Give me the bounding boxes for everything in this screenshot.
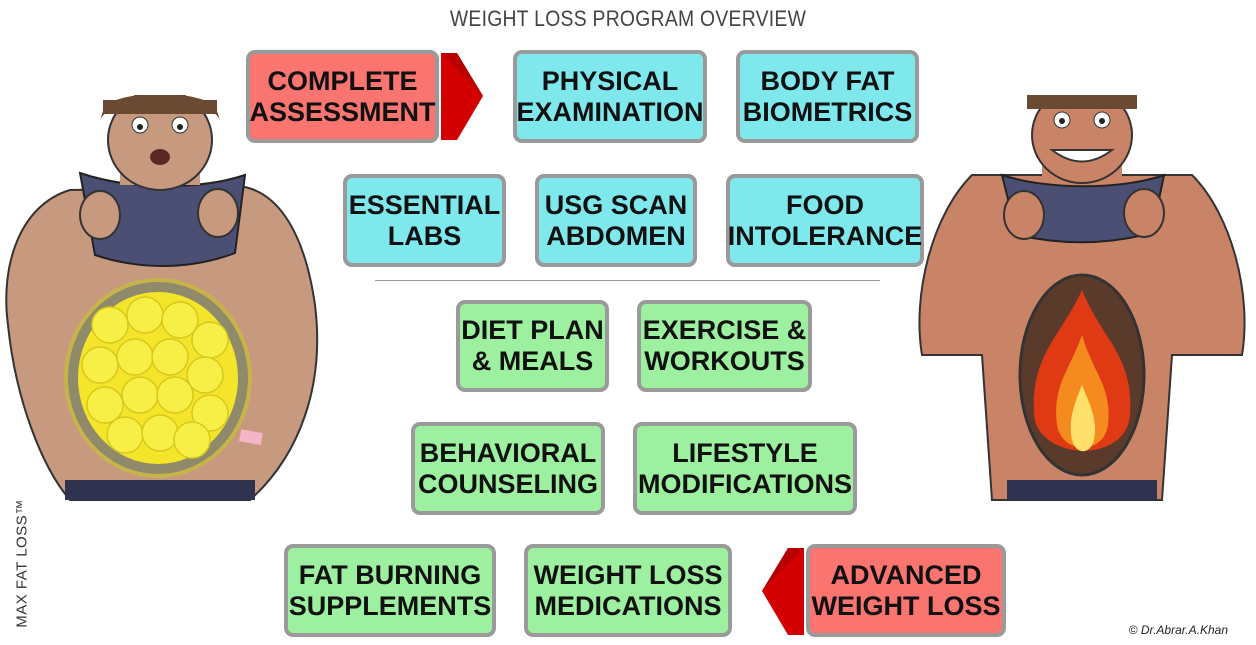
lifestyle-modifications-box: LIFESTYLE MODIFICATIONS bbox=[633, 422, 857, 515]
left-arrow-icon bbox=[762, 548, 804, 635]
essential-labs-box: ESSENTIAL LABS bbox=[343, 174, 506, 267]
advanced-weight-loss-box: ADVANCED WEIGHT LOSS bbox=[806, 544, 1006, 637]
body-fat-biometrics-box: BODY FAT BIOMETRICS bbox=[736, 50, 919, 143]
section-divider bbox=[375, 280, 880, 281]
diet-plan-box: DIET PLAN & MEALS bbox=[456, 300, 609, 392]
page-title: WEIGHT LOSS PROGRAM OVERVIEW bbox=[449, 6, 807, 31]
food-intolerance-box: FOOD INTOLERANCE bbox=[726, 174, 924, 267]
usg-scan-abdomen-box: USG SCAN ABDOMEN bbox=[535, 174, 697, 267]
exercise-workouts-box: EXERCISE & WORKOUTS bbox=[637, 300, 812, 392]
copyright-credit: © Dr.Abrar.A.Khan bbox=[1128, 623, 1228, 637]
complete-assessment-box: COMPLETE ASSESSMENT bbox=[246, 50, 439, 143]
physical-examination-box: PHYSICAL EXAMINATION bbox=[513, 50, 707, 143]
fit-man-illustration bbox=[918, 95, 1246, 501]
right-arrow-icon bbox=[441, 53, 483, 140]
brand-side-label: MAX FAT LOSS™ bbox=[13, 499, 31, 628]
overweight-man-illustration bbox=[5, 95, 319, 501]
weight-loss-medications-box: WEIGHT LOSS MEDICATIONS bbox=[524, 544, 732, 637]
behavioral-counseling-box: BEHAVIORAL COUNSELING bbox=[411, 422, 605, 515]
fat-burning-supplements-box: FAT BURNING SUPPLEMENTS bbox=[284, 544, 496, 637]
